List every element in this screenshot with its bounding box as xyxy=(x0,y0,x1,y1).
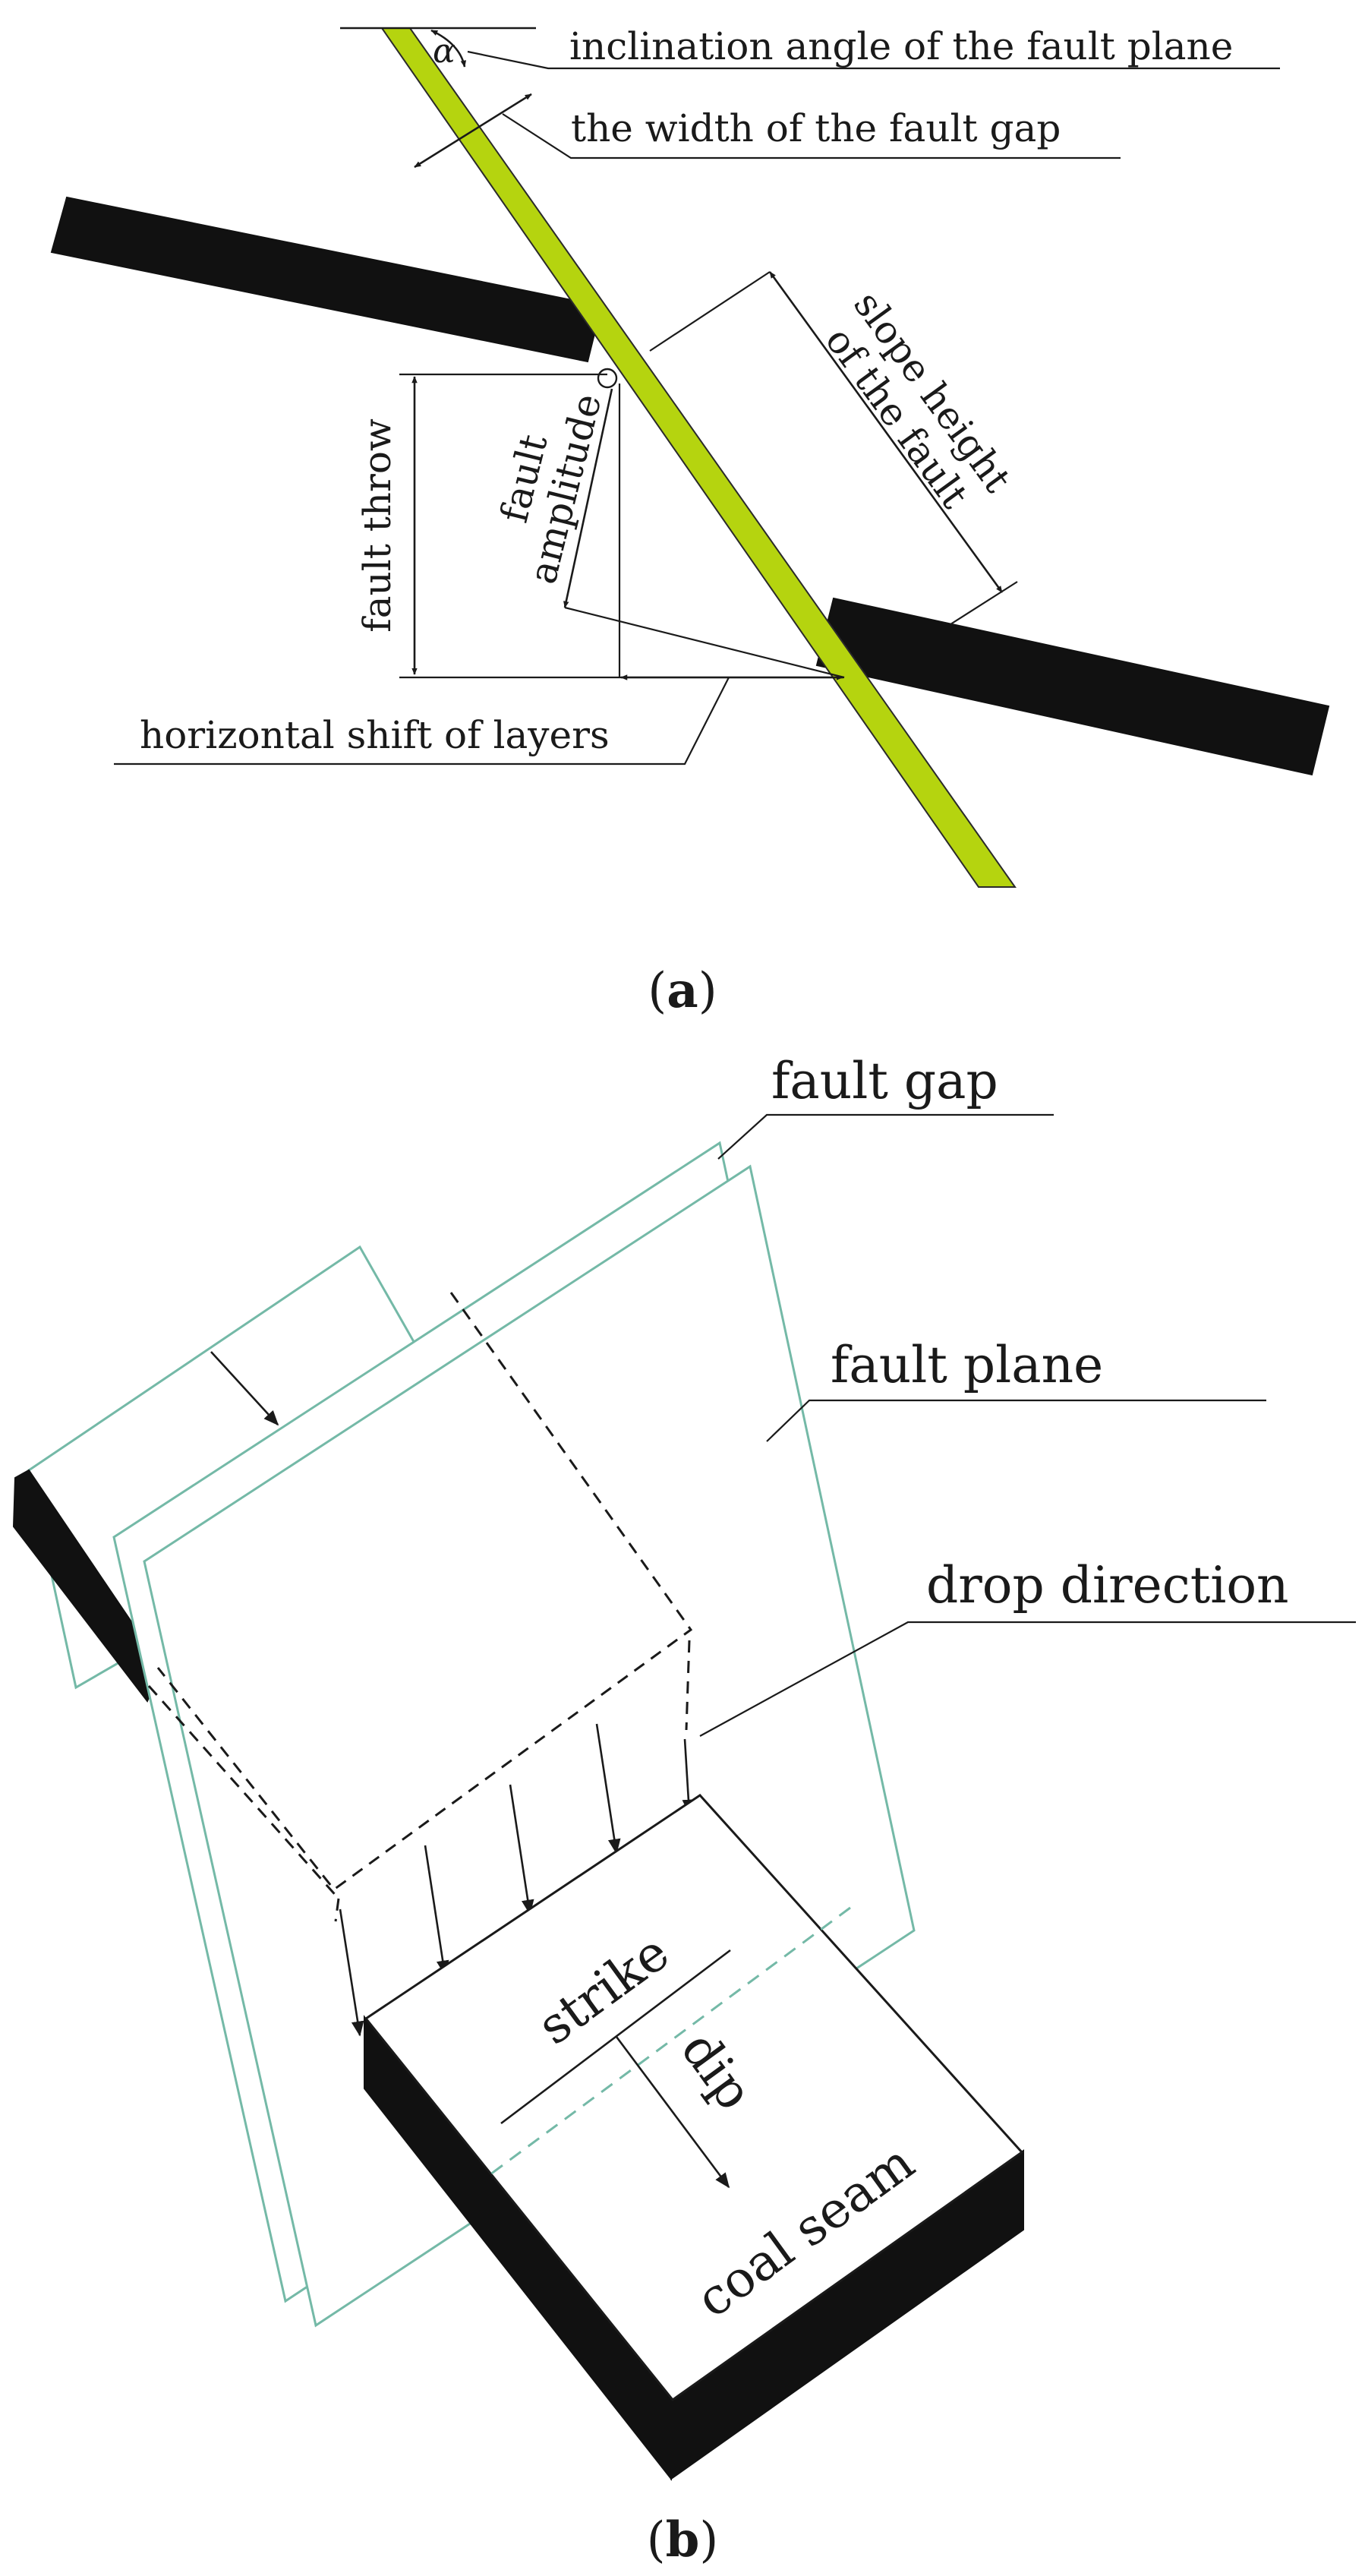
caption-a: (a) xyxy=(648,962,717,1019)
drop-arrow-4 xyxy=(595,1723,621,1855)
label-drop-direction: drop direction xyxy=(926,1556,1289,1615)
gap-width-dimension xyxy=(414,93,532,169)
label-inclination-angle: inclination angle of the fault plane xyxy=(569,24,1233,68)
label-horizontal-shift: horizontal shift of layers xyxy=(140,713,610,757)
strike-line xyxy=(500,1949,731,2125)
caption-b: (b) xyxy=(647,2511,719,2568)
dip-arrow xyxy=(615,2036,730,2189)
gap-width-leader xyxy=(502,113,1121,159)
slope-height-dimension xyxy=(768,271,1004,593)
label-fault-gap: fault gap xyxy=(771,1052,998,1110)
lower-seam-block-top xyxy=(364,1794,1024,2402)
drop-direction-leader xyxy=(699,1621,1356,1737)
label-gap-width: the width of the fault gap xyxy=(571,106,1061,150)
fault-plane-leader xyxy=(766,1399,1266,1442)
inclination-angle-arc xyxy=(430,29,467,68)
drop-arrow-2 xyxy=(424,1845,449,1976)
alpha-symbol: α xyxy=(433,32,456,71)
contact-point-marker xyxy=(597,368,618,389)
dashed-hidden-edge-lower xyxy=(334,1898,340,1922)
coal-seam-upper-block xyxy=(50,196,603,363)
fault-amplitude-base xyxy=(564,606,845,679)
drop-arrow-1 xyxy=(339,1908,364,2037)
dashed-hidden-edge-mid xyxy=(685,1640,691,1731)
dashed-hidden-edge-left xyxy=(147,1685,340,1899)
panel-a: α inclination angle of the fault plane t… xyxy=(50,24,1330,1019)
inclination-leader xyxy=(467,50,1280,70)
fault-amplitude-dimension xyxy=(563,388,613,608)
upper-block-arrow xyxy=(210,1351,279,1426)
drop-arrow-3 xyxy=(509,1784,534,1915)
label-fault-plane: fault plane xyxy=(831,1336,1103,1394)
drop-arrow-5 xyxy=(682,1738,695,1815)
label-fault-throw: fault throw xyxy=(355,418,399,633)
dashed-hidden-edge-upper xyxy=(156,1292,693,1892)
fault-plane-crossing-dashed xyxy=(487,1906,851,2178)
panel-b: strike dip coal seam fault gap fault pla… xyxy=(12,1052,1356,2568)
slope-height-ext-bottom xyxy=(950,581,1018,625)
fault-gap-leader xyxy=(717,1113,1054,1160)
horizontal-shift-leader xyxy=(114,677,730,766)
slope-height-ext-top xyxy=(649,271,771,352)
